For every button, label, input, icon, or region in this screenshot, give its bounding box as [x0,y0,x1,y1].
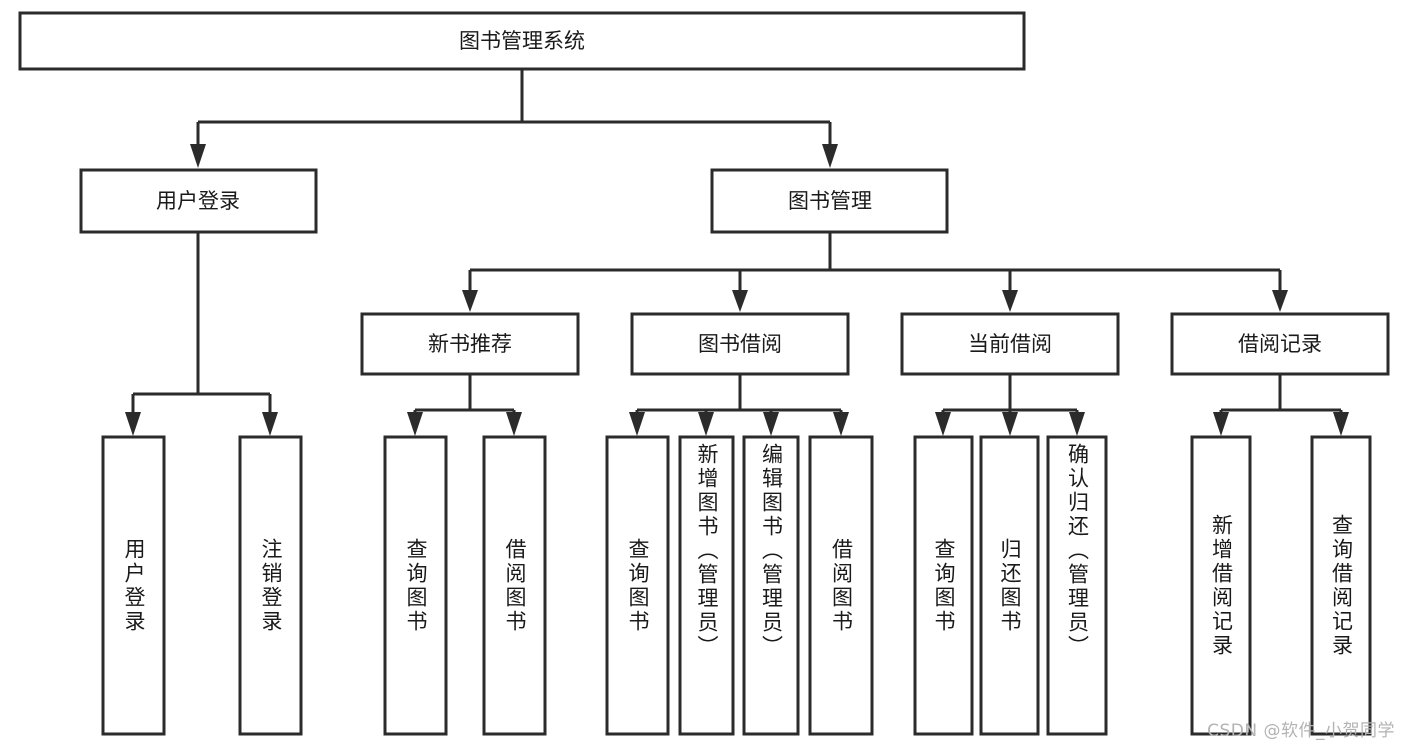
node-borrow-record-label: 借阅记录 [1238,332,1322,356]
connector-group-borrow-record [1213,374,1349,436]
node-book-management-label: 图书管理 [788,189,872,213]
node-current-borrow-box[interactable] [900,312,1120,376]
leaf-box-add-borrow-record[interactable] [1190,435,1252,736]
arrow-userlogin-to-leaf1 [125,412,141,436]
connector-group-user-login [125,232,278,436]
node-root-label: 图书管理系统 [459,29,585,53]
arrow-borrow-to-leaf2 [698,412,714,436]
leaf-box-query-book-current[interactable] [913,435,974,736]
arrow-borrow-to-leaf1 [629,412,645,436]
connector-group-current-borrow [935,374,1085,436]
node-new-book-recommend-label: 新书推荐 [428,332,512,356]
node-current-borrow-label: 当前借阅 [968,332,1052,356]
connector-group-new-book [407,374,522,436]
arrow-bookmgmt-to-current [1002,290,1018,312]
node-borrow-record-box[interactable] [1170,312,1390,376]
node-new-book-recommend-box[interactable] [360,312,580,376]
leaf-box-borrow-book[interactable] [808,435,874,736]
arrow-record-to-leaf1 [1213,412,1229,436]
csdn-watermark: CSDN @软件_小贺同学 [1207,721,1395,741]
arrow-bookmgmt-to-borrow [732,290,748,312]
arrow-record-to-leaf2 [1333,412,1349,436]
leaf-box-query-book-borrow[interactable] [605,435,670,736]
leaf-box-user-login[interactable] [101,435,166,736]
leaf-box-logout[interactable] [238,435,303,736]
arrow-current-to-leaf3 [1069,412,1085,436]
node-user-login-label: 用户登录 [156,189,240,213]
node-new-book-recommend[interactable]: 新书推荐 [360,312,580,376]
leaf-box-return-book[interactable] [979,435,1040,736]
node-book-borrow-box[interactable] [630,312,850,376]
node-book-borrow-label: 图书借阅 [698,332,782,356]
leaf-box-confirm-return-admin[interactable] [1046,435,1108,736]
arrow-bookmgmt-to-record [1272,290,1288,312]
node-current-borrow[interactable]: 当前借阅 [900,312,1120,376]
connector-group-root [190,69,838,168]
node-root-box[interactable] [18,11,1026,71]
node-book-borrow[interactable]: 图书借阅 [630,312,850,376]
node-borrow-record[interactable]: 借阅记录 [1170,312,1390,376]
leaf-box-query-book-newbook[interactable] [383,435,448,736]
node-user-login[interactable]: 用户登录 [79,168,318,234]
node-root[interactable]: 图书管理系统 [18,11,1026,71]
node-user-login-box[interactable] [79,168,318,234]
node-book-management-box[interactable] [710,168,949,234]
leaf-node-boxes [101,435,1372,736]
arrow-newbook-to-leaf2 [506,412,522,436]
arrow-root-to-book-mgmt [822,144,838,168]
arrow-borrow-to-leaf3 [763,412,779,436]
leaf-box-add-book-admin[interactable] [678,435,735,736]
arrow-current-to-leaf2 [1002,412,1018,436]
connector-group-borrow [629,374,849,436]
leaf-box-edit-book-admin[interactable] [742,435,800,736]
arrow-bookmgmt-to-newbook [462,290,478,312]
arrow-current-to-leaf1 [935,412,951,436]
arrow-root-to-user-login [190,144,206,168]
leaf-box-query-borrow-record[interactable] [1310,435,1372,736]
leaf-box-borrow-book-newbook[interactable] [482,435,547,736]
arrow-userlogin-to-leaf2 [262,412,278,436]
arrow-newbook-to-leaf1 [407,412,423,436]
node-book-management[interactable]: 图书管理 [710,168,949,234]
arrow-borrow-to-leaf4 [833,412,849,436]
connector-group-book-mgmt [462,232,1288,312]
